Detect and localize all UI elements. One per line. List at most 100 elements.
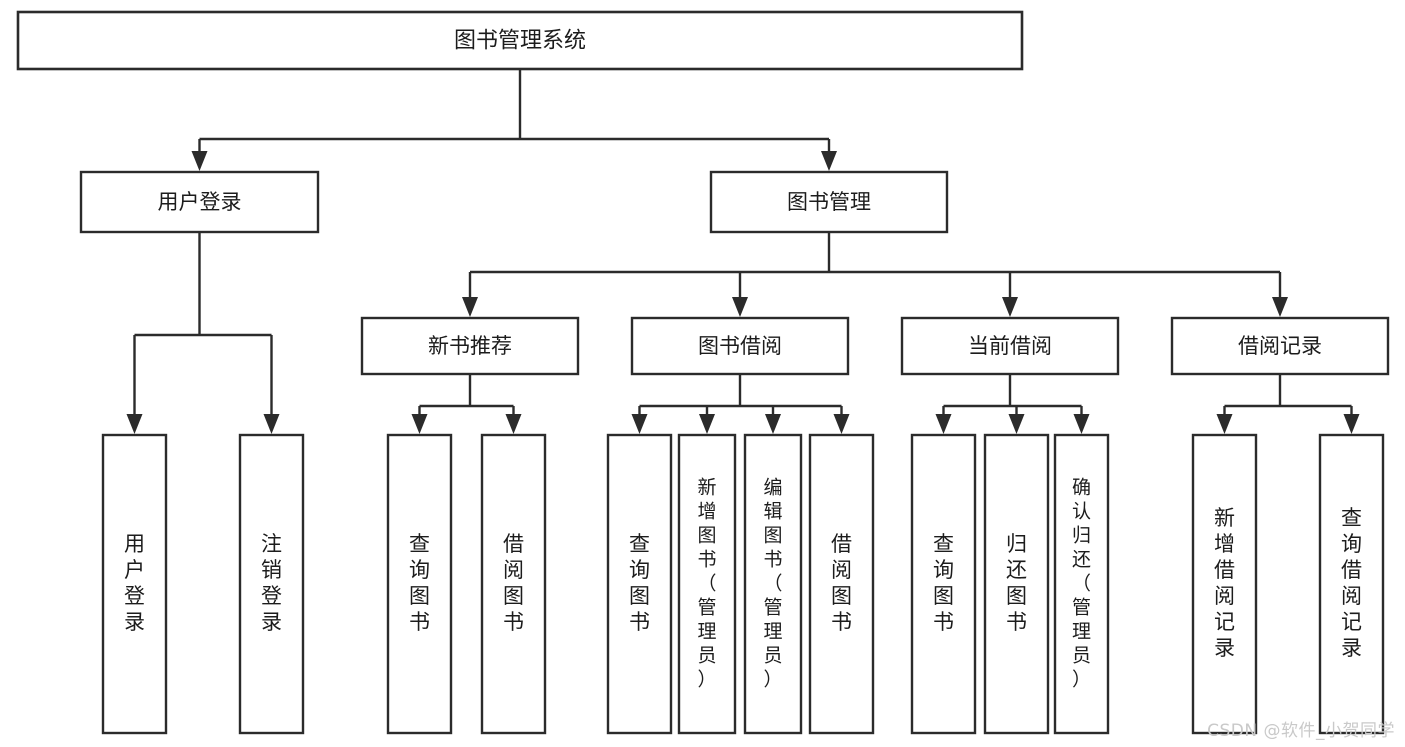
leaf-box-leaf-add-record (1191, 433, 1258, 735)
svg-text:图: 图 (629, 584, 650, 608)
svg-text:书: 书 (763, 549, 782, 571)
node-label-current-borrow: 当前借阅 (968, 334, 1052, 358)
svg-text:询: 询 (1341, 532, 1362, 556)
svg-text:图: 图 (933, 584, 954, 608)
svg-text:登: 登 (261, 584, 282, 608)
svg-text:理: 理 (1072, 621, 1091, 643)
svg-text:查: 查 (629, 532, 650, 556)
arrowhead-leaf-add-book (699, 414, 715, 434)
svg-text:注: 注 (261, 532, 282, 556)
leaf-box-leaf-user-logout (238, 433, 305, 735)
svg-text:图: 图 (409, 584, 430, 608)
svg-text:阅: 阅 (1341, 584, 1362, 608)
node-box-user-login (79, 170, 320, 234)
node-box-current-borrow (900, 316, 1120, 376)
svg-text:员: 员 (763, 645, 782, 667)
node-user-login[interactable]: 用户登录 (79, 170, 320, 234)
leaf-box-leaf-add-book (677, 433, 737, 735)
svg-text:归: 归 (1072, 525, 1091, 547)
leaf-box-leaf-edit-book (743, 433, 803, 735)
arrowhead-leaf-borrow-book-1 (505, 414, 522, 434)
leaf-box-leaf-user-login (101, 433, 168, 735)
arrowhead-new-book-recommend (462, 297, 478, 317)
svg-text:管: 管 (697, 597, 716, 619)
svg-text:增: 增 (1214, 532, 1235, 556)
svg-text:）: ） (1072, 669, 1091, 691)
arrowhead-leaf-query-book-1 (411, 414, 428, 434)
svg-text:管: 管 (763, 597, 782, 619)
svg-text:查: 查 (409, 532, 430, 556)
node-label-new-book-recommend: 新书推荐 (428, 334, 512, 358)
svg-text:询: 询 (933, 558, 954, 582)
leaf-box-leaf-return-book (983, 433, 1050, 735)
node-borrow-record[interactable]: 借阅记录 (1170, 316, 1390, 376)
svg-text:管: 管 (1072, 597, 1091, 619)
node-label-user-login: 用户登录 (158, 190, 242, 214)
node-book-manage[interactable]: 图书管理 (709, 170, 949, 234)
node-root[interactable]: 图书管理系统 (16, 10, 1024, 71)
svg-text:归: 归 (1006, 532, 1027, 556)
svg-text:阅: 阅 (1214, 584, 1235, 608)
svg-text:图: 图 (697, 525, 716, 547)
node-new-book-recommend[interactable]: 新书推荐 (360, 316, 580, 376)
svg-text:图: 图 (503, 584, 524, 608)
arrowhead-leaf-return-book (1008, 414, 1025, 434)
svg-text:借: 借 (503, 532, 524, 556)
leaf-box-leaf-confirm-return (1053, 433, 1110, 735)
svg-text:借: 借 (1214, 558, 1235, 582)
arrowhead-leaf-query-record (1343, 414, 1360, 434)
svg-text:新: 新 (1214, 506, 1235, 530)
leaf-box-leaf-query-book-1 (386, 433, 453, 735)
svg-text:询: 询 (409, 558, 430, 582)
leaf-box-leaf-borrow-book-2 (808, 433, 875, 735)
arrowhead-leaf-user-logout (263, 414, 280, 434)
svg-text:录: 录 (124, 610, 145, 634)
csdn-watermark: CSDN @软件_小贺同学 (1207, 721, 1395, 741)
node-book-borrow[interactable]: 图书借阅 (630, 316, 850, 376)
svg-text:增: 增 (697, 501, 716, 523)
svg-text:还: 还 (1072, 549, 1091, 571)
svg-text:）: ） (697, 669, 716, 691)
node-label-book-manage: 图书管理 (787, 190, 871, 214)
svg-text:询: 询 (629, 558, 650, 582)
leaf-box-leaf-borrow-book-1 (480, 433, 547, 735)
svg-text:记: 记 (1214, 610, 1235, 634)
svg-text:销: 销 (261, 558, 282, 582)
svg-text:新: 新 (697, 477, 716, 499)
arrowhead-borrow-record (1272, 297, 1288, 317)
svg-text:书: 书 (831, 610, 852, 634)
svg-text:阅: 阅 (503, 558, 524, 582)
svg-text:还: 还 (1006, 558, 1027, 582)
svg-text:借: 借 (1341, 558, 1362, 582)
svg-text:员: 员 (1072, 645, 1091, 667)
node-box-root (16, 10, 1024, 71)
node-current-borrow[interactable]: 当前借阅 (900, 316, 1120, 376)
arrowhead-leaf-user-login (126, 414, 143, 434)
svg-text:书: 书 (503, 610, 524, 634)
svg-text:认: 认 (1072, 501, 1091, 523)
leaf-leaf-user-login[interactable]: 用户登录 (101, 433, 168, 735)
svg-text:借: 借 (831, 532, 852, 556)
arrowhead-leaf-query-book-2 (631, 414, 648, 434)
svg-text:用: 用 (124, 532, 145, 556)
